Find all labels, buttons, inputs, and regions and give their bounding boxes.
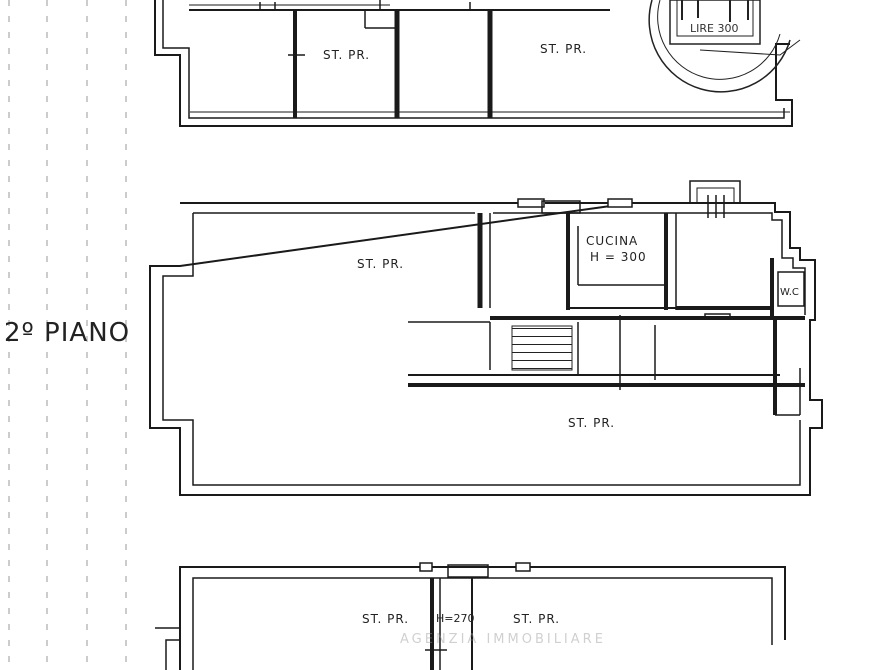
floor-title: 2º PIANO: [4, 318, 131, 348]
bottom-room-label: ST. PR.: [568, 416, 616, 430]
stamp-value: LIRE 300: [690, 22, 739, 35]
wc-label: W.C: [780, 287, 799, 298]
bottom-room-right-label: ST. PR.: [513, 612, 561, 626]
bottom-floor-plan: [155, 562, 786, 670]
second-floor-plan: [149, 180, 823, 496]
top-room-right-label: ST. PR.: [540, 42, 588, 56]
bottom-room-left-label: ST. PR.: [362, 612, 410, 626]
agency-watermark: AGENZIA IMMOBILIARE: [400, 632, 606, 647]
kitchen-label: CUCINA: [586, 234, 639, 248]
large-room-label: ST. PR.: [357, 257, 405, 271]
bottom-height-label: H=270: [436, 612, 475, 625]
top-floor-plan: [154, 0, 793, 127]
revenue-stamp: [648, 0, 801, 93]
kitchen-height-label: H = 300: [590, 250, 647, 264]
top-room-left-label: ST. PR.: [323, 48, 371, 62]
staircase: [511, 325, 573, 371]
